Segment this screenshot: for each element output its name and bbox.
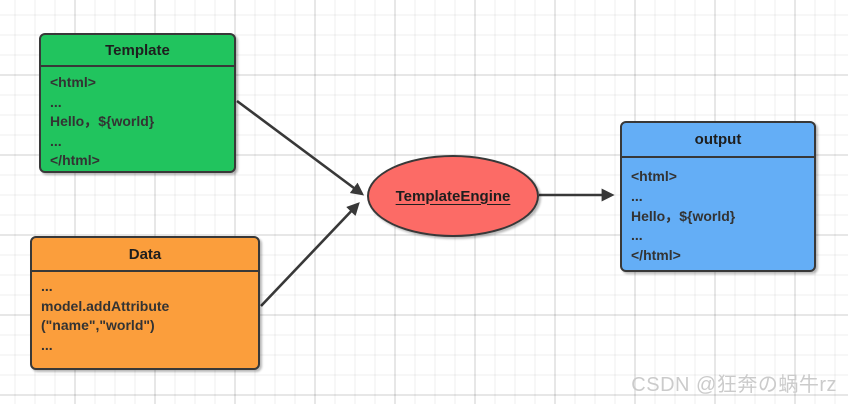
code-line: Hello，${world} <box>50 113 155 129</box>
node-data: Data ... model.addAttribute ("name","wor… <box>30 236 260 370</box>
watermark: CSDN @狂奔の蜗牛rz <box>631 374 837 396</box>
edge-data-to-engine <box>260 202 360 307</box>
node-output-title: output <box>622 123 814 158</box>
code-line: <html> <box>631 168 677 184</box>
code-line: </html> <box>50 152 100 168</box>
code-line: model.addAttribute <box>41 297 170 314</box>
code-line: </html> <box>631 247 681 264</box>
node-template-engine-title: TemplateEngine <box>395 187 511 205</box>
code-line: ... <box>631 187 643 204</box>
node-template-title: Template <box>41 35 234 67</box>
code-line: ("name","world") <box>41 317 155 333</box>
node-template-engine: TemplateEngine <box>367 155 539 237</box>
node-data-body: ... model.addAttribute ("name","world") … <box>32 272 258 360</box>
code-line: ... <box>41 278 53 294</box>
code-line: Hello，${world} <box>631 207 736 224</box>
node-output: output <html> ... Hello，${world} ... </h… <box>620 121 816 272</box>
edge-template-to-engine <box>236 99 365 196</box>
node-template-body: <html> ... Hello，${world} ... </html> <box>41 67 234 177</box>
node-data-title: Data <box>32 238 258 272</box>
code-line: <html> <box>50 74 96 90</box>
code-line: ... <box>41 336 53 353</box>
node-output-body: <html> ... Hello，${world} ... </html> <box>622 158 814 275</box>
code-line: ... <box>50 93 62 110</box>
code-line: ... <box>50 132 62 149</box>
node-template: Template <html> ... Hello，${world} ... <… <box>39 33 236 173</box>
code-line: ... <box>631 227 643 244</box>
